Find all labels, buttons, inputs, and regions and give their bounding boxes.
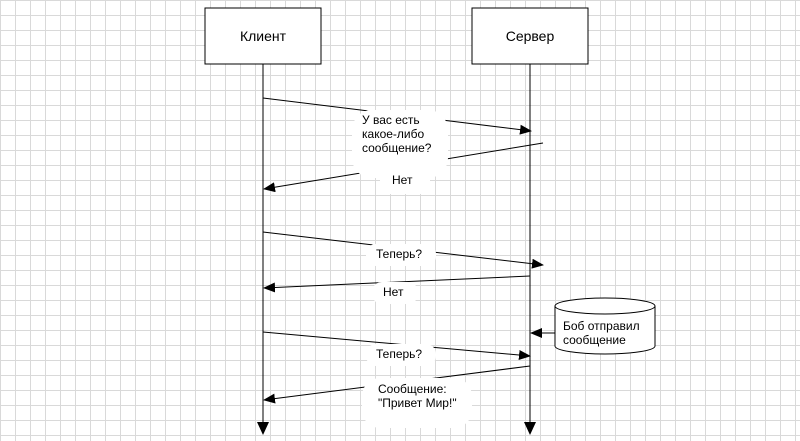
- database-label-line1: Боб отправил: [563, 319, 640, 333]
- message-3-label-bg: [366, 244, 436, 266]
- message-6-label-bg: [362, 378, 472, 428]
- message-1-label-line3: сообщение?: [362, 141, 432, 155]
- message-2-label: Нет: [392, 173, 413, 187]
- message-6-label-line1: Сообщение:: [378, 382, 447, 396]
- server-box: [471, 7, 589, 65]
- database-cylinder: [554, 297, 656, 355]
- message-1-label-bg: [352, 110, 448, 178]
- message-1-label-line2: какое-либо: [362, 127, 424, 141]
- message-5-label: Теперь?: [376, 347, 422, 361]
- message-4-label-bg: [372, 282, 418, 304]
- client-label: Клиент: [240, 28, 287, 44]
- message-6-label-line2: "Привет Мир!": [378, 396, 457, 410]
- message-4-label: Нет: [383, 285, 404, 299]
- message-2-label-bg: [380, 170, 430, 194]
- server-label: Сервер: [506, 28, 555, 44]
- message-3-label: Теперь?: [376, 247, 422, 261]
- client-lifeline-arrowhead: [257, 422, 269, 435]
- client-box: [204, 7, 322, 65]
- message-1-label-line1: У вас есть: [362, 113, 420, 127]
- database-label-line2: сообщение: [563, 333, 626, 347]
- message-5-label-bg: [366, 344, 436, 366]
- server-lifeline-arrowhead: [524, 422, 536, 435]
